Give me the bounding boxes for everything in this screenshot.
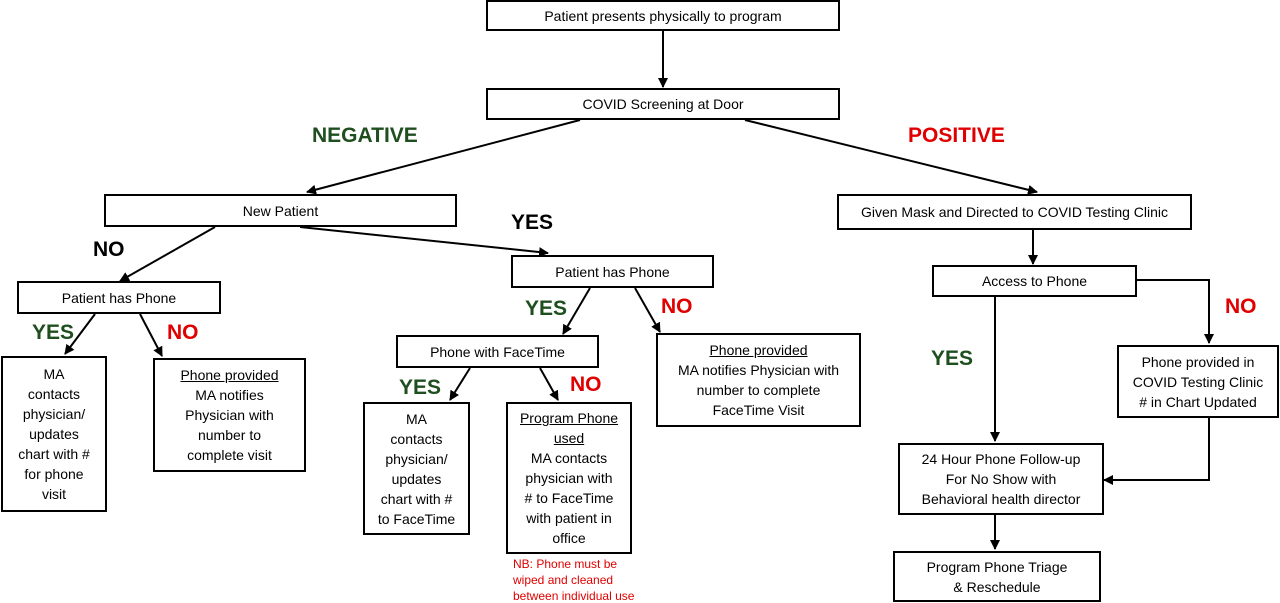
arrow-new-patient-to-has-phone-left [119,226,216,282]
box-program-phone-used: Program Phone used MA contacts physician… [506,402,632,554]
label-yes-has-phone-mid: YES [525,297,568,320]
label-no-has-phone-left: NO [167,321,199,344]
label-positive: POSITIVE [908,124,1005,147]
box-24-hour-followup: 24 Hour Phone Follow-up For No Show with… [898,443,1104,515]
box-covid-screening: COVID Screening at Door [486,88,840,120]
arrow-screening-to-mask [744,119,1038,195]
label-yes-has-phone-left: YES [32,321,75,344]
arrow-has-phone-left-to-phone-provided [139,313,163,357]
arrow-has-phone-left-to-ma-contacts [64,313,96,355]
label-yes-new-patient: YES [511,211,554,234]
note-phone-wiped: NB: Phone must be wiped and cleaned betw… [513,557,635,603]
label-yes-access-phone: YES [931,347,974,370]
arrow-access-phone-to-phone-clinic [1137,279,1214,344]
box-access-to-phone: Access to Phone [932,265,1137,297]
box-patient-has-phone-left: Patient has Phone [17,281,221,314]
box-ma-contacts-facetime: MA contacts physician/ updates chart wit… [363,402,470,535]
box-program-phone-triage: Program Phone Triage & Reschedule [893,551,1101,602]
arrow-phone-clinic-to-followup [1103,418,1210,485]
label-no-access-phone: NO [1225,295,1257,318]
arrow-facetime-to-program-phone [539,367,559,401]
arrow-new-patient-to-has-phone-mid [299,226,549,258]
box-patient-has-phone-mid: Patient has Phone [511,255,714,288]
box-phone-provided-clinic: Phone provided in COVID Testing Clinic #… [1117,345,1279,418]
arrow-facetime-to-ma-contacts [449,367,471,401]
arrow-has-phone-mid-to-phone-provided [634,287,661,333]
label-no-new-patient: NO [93,238,125,261]
box-mask-covid-testing: Given Mask and Directed to COVID Testing… [837,194,1192,230]
arrow-screening-to-new-patient [306,119,581,195]
label-no-facetime: NO [570,373,602,396]
box-phone-with-facetime: Phone with FaceTime [396,335,599,368]
label-negative: NEGATIVE [312,124,418,147]
arrow-has-phone-mid-to-facetime [562,287,591,335]
label-yes-facetime: YES [399,376,442,399]
box-patient-presents: Patient presents physically to program [486,0,840,31]
box-phone-provided-left: Phone provided MA notifies Physician wit… [153,358,306,472]
box-new-patient: New Patient [104,194,457,227]
box-phone-provided-mid: Phone provided MA notifies Physician wit… [656,333,861,427]
box-ma-contacts-phone-visit: MA contacts physician/ updates chart wit… [1,356,107,512]
label-no-has-phone-mid: NO [661,295,693,318]
